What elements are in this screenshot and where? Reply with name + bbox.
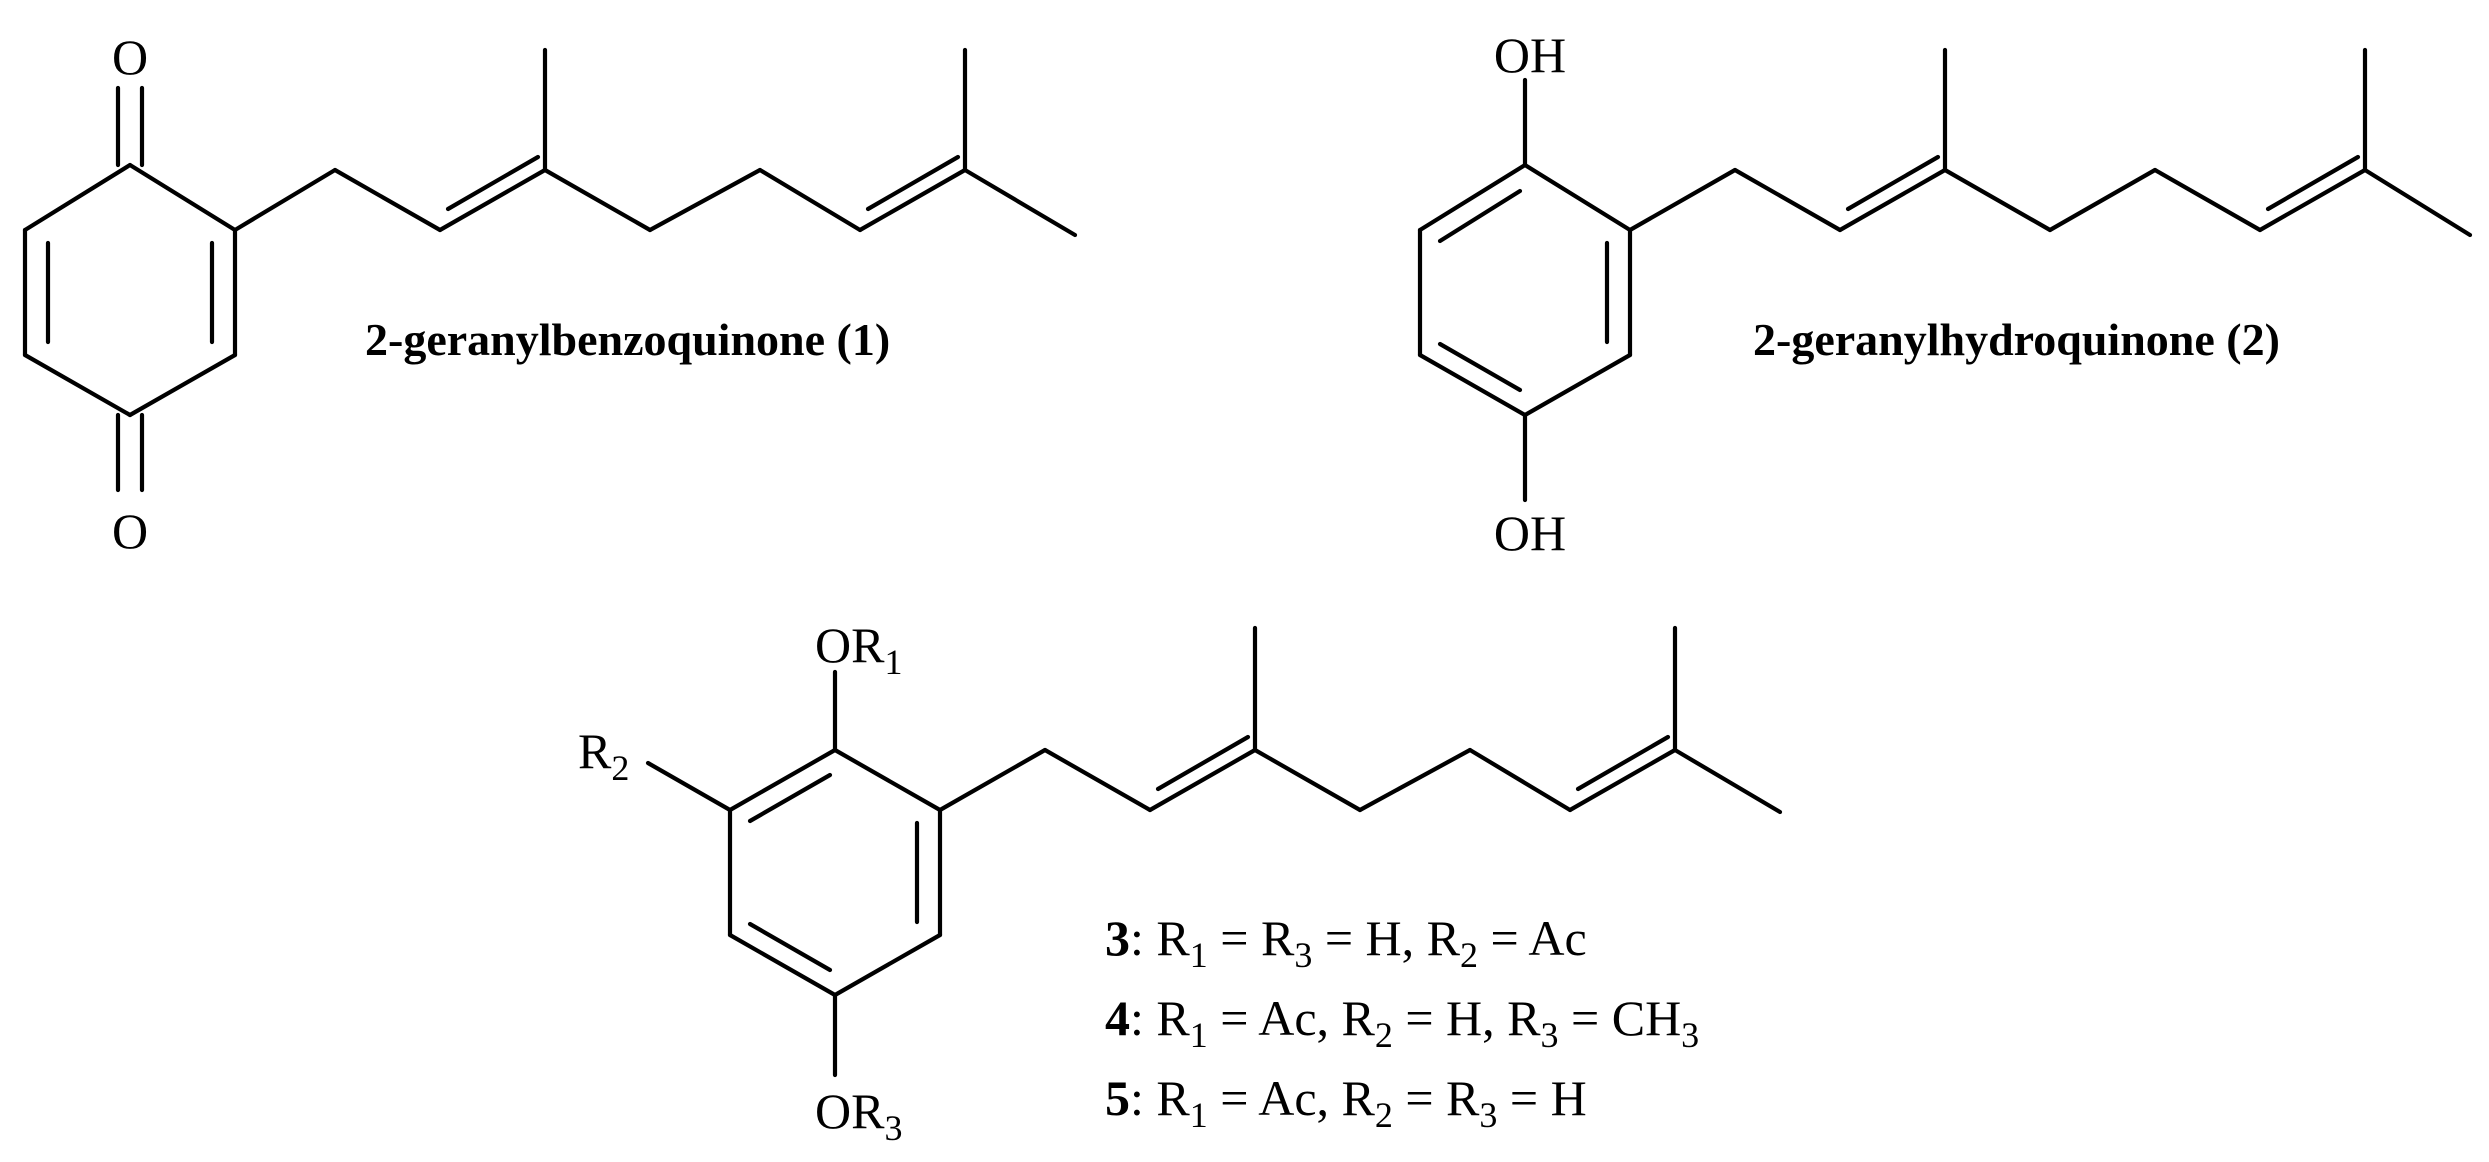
compound-1-oxygen-bottom: O bbox=[112, 503, 148, 559]
legend-text: = CH bbox=[1559, 990, 1682, 1046]
legend-subscript: 3 bbox=[1541, 1015, 1559, 1055]
legend-compound-number: 5 bbox=[1105, 1070, 1130, 1126]
legend-subscript: 3 bbox=[1294, 935, 1312, 975]
legend-text: = R bbox=[1393, 1070, 1480, 1126]
legend-text: R bbox=[1156, 1070, 1190, 1126]
compound-1-name: 2-geranylbenzoquinone (1) bbox=[365, 314, 890, 365]
compound-2-structure: OH OH 2-geranylhydroquinone (2) bbox=[1417, 27, 2473, 561]
legend-compound-number: 4 bbox=[1105, 990, 1130, 1046]
compound-legend: 3: R1 = R3 = H, R2 = Ac 4: R1 = Ac, R2 =… bbox=[1105, 910, 1699, 1135]
legend-text: = H, R bbox=[1393, 990, 1541, 1046]
legend-text: = H, R bbox=[1312, 910, 1460, 966]
legend-line-5: 5: R1 = Ac, R2 = R3 = H bbox=[1105, 1070, 1587, 1135]
compound-2-hydroxyl-top: OH bbox=[1494, 27, 1566, 83]
compound-1-oxygen-top: O bbox=[112, 29, 148, 85]
legend-subscript: 3 bbox=[1681, 1015, 1699, 1055]
legend-subscript: 1 bbox=[1190, 1095, 1208, 1135]
general-structure-ring bbox=[645, 669, 943, 1078]
legend-text: = R bbox=[1208, 910, 1295, 966]
legend-separator: : bbox=[1130, 990, 1156, 1046]
compound-2-ring bbox=[1417, 77, 1633, 503]
legend-line-4: 4: R1 = Ac, R2 = H, R3 = CH3 bbox=[1105, 990, 1699, 1055]
general-structure-3-5: OR1 R2 OR3 3: R1 = R3 = H, R2 = Ac 4: R1… bbox=[578, 617, 1783, 1148]
legend-text: R bbox=[1156, 910, 1190, 966]
legend-separator: : bbox=[1130, 910, 1156, 966]
general-structure-geranyl-chain bbox=[937, 625, 1783, 815]
compound-1-geranyl-chain bbox=[232, 47, 1078, 238]
compound-2-geranyl-chain bbox=[1627, 47, 2473, 238]
compound-1-structure: O O 2-geranylbenzoquinone (1) bbox=[22, 29, 1078, 559]
legend-subscript: 3 bbox=[1479, 1095, 1497, 1135]
legend-separator: : bbox=[1130, 1070, 1156, 1126]
substituent-R2: R2 bbox=[578, 723, 629, 788]
legend-subscript: 2 bbox=[1375, 1015, 1393, 1055]
legend-text: = Ac, R bbox=[1208, 1070, 1376, 1126]
legend-text: = H bbox=[1497, 1070, 1586, 1126]
substituent-OR1: OR1 bbox=[815, 617, 902, 682]
substituent-OR3: OR3 bbox=[815, 1083, 902, 1148]
legend-text: = Ac, R bbox=[1208, 990, 1376, 1046]
legend-line-3: 3: R1 = R3 = H, R2 = Ac bbox=[1105, 910, 1587, 975]
compound-2-hydroxyl-bottom: OH bbox=[1494, 505, 1566, 561]
legend-subscript: 2 bbox=[1375, 1095, 1393, 1135]
legend-text: R bbox=[1156, 990, 1190, 1046]
legend-subscript: 1 bbox=[1190, 935, 1208, 975]
legend-subscript: 1 bbox=[1190, 1015, 1208, 1055]
compound-1-ring bbox=[22, 85, 238, 493]
legend-compound-number: 3 bbox=[1105, 910, 1130, 966]
legend-subscript: 2 bbox=[1460, 935, 1478, 975]
compound-2-name: 2-geranylhydroquinone (2) bbox=[1753, 314, 2280, 365]
legend-text: = Ac bbox=[1478, 910, 1587, 966]
